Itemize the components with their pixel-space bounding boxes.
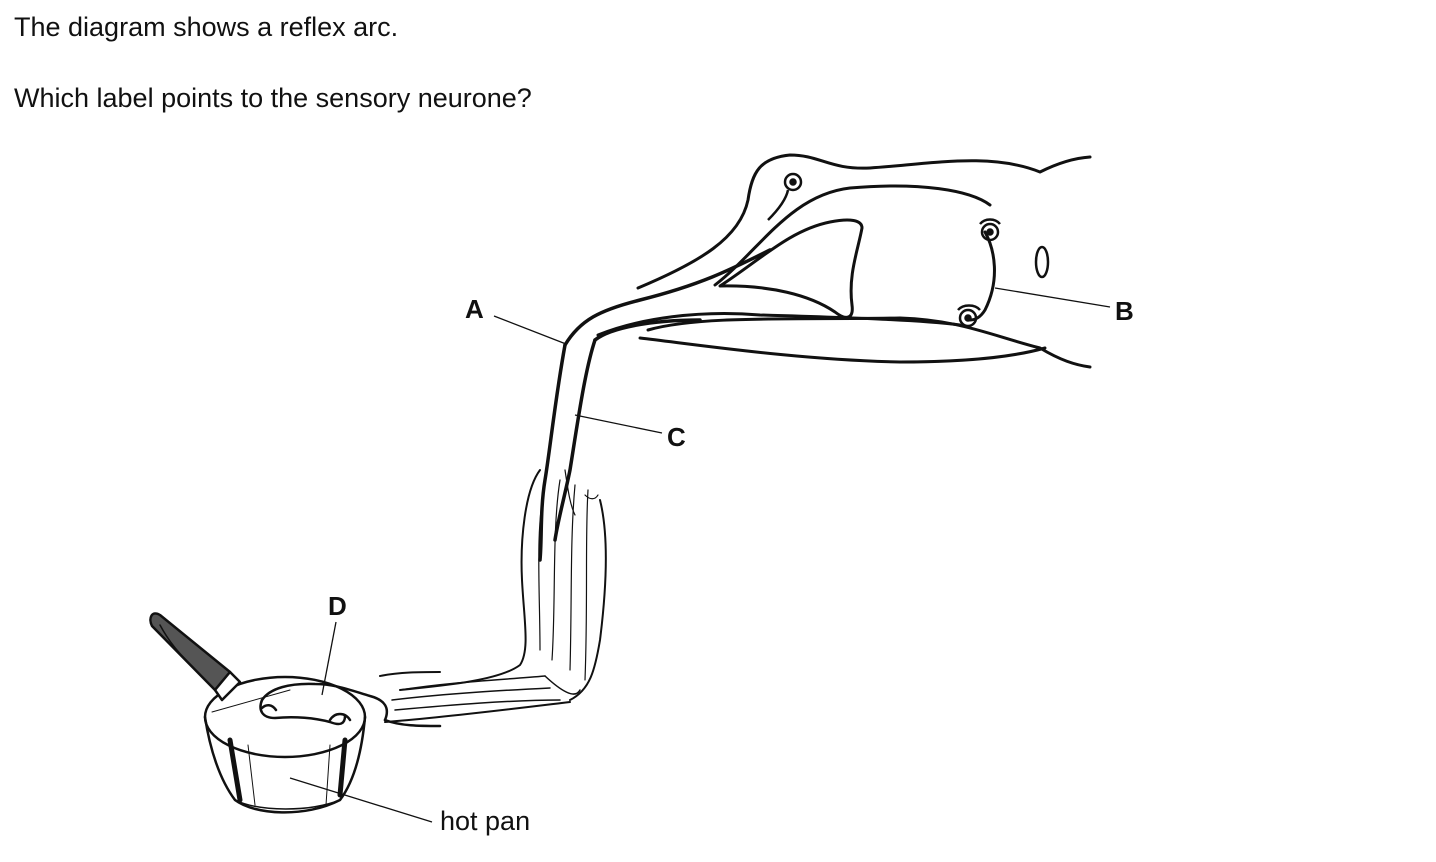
question-intro: The diagram shows a reflex arc. [14,12,399,42]
leader-lines [289,287,1111,823]
label-b: B [1115,296,1134,326]
hot-pan [149,612,367,814]
spinal-cord [596,153,1092,369]
question-prompt: Which label points to the sensory neuron… [14,83,532,113]
label-hot-pan: hot pan [440,806,530,836]
label-a: A [465,294,484,324]
hand [259,682,442,728]
arm [379,469,607,723]
label-d: D [328,591,347,621]
cell-bodies [767,172,1001,328]
label-c: C [667,422,686,452]
nerve-pathway [538,248,772,562]
